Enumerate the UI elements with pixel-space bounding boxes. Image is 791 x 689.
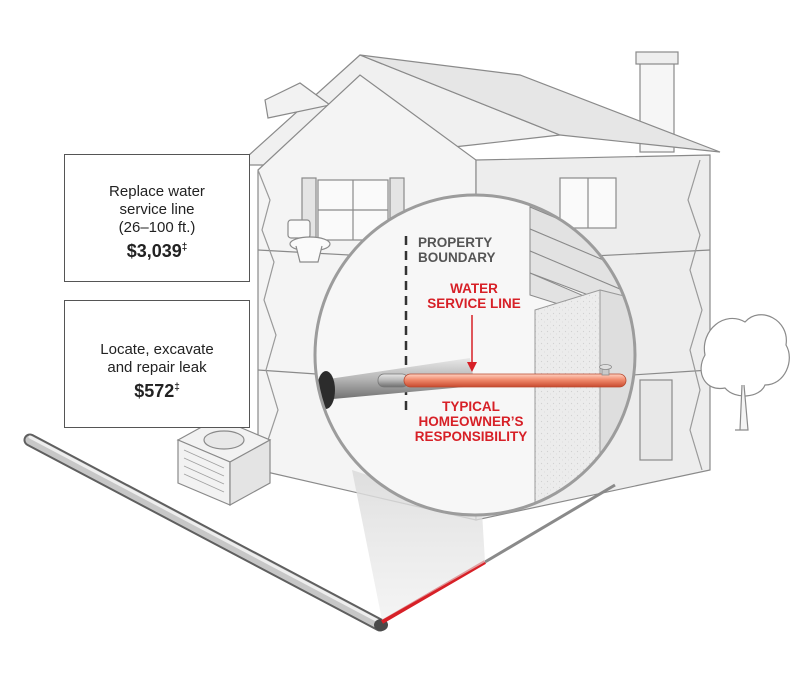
ac-unit — [176, 417, 272, 507]
repair-leak-text-2: and repair leak — [107, 359, 207, 376]
valve-icon — [599, 364, 612, 376]
double-dagger-mark: ‡ — [181, 242, 188, 253]
chimney-cap — [635, 51, 679, 65]
arrow-head-icon — [467, 362, 477, 372]
homeowner-responsibility-label: TYPICAL HOMEOWNER’S RESPONSIBILITY — [410, 399, 532, 444]
replace-line-cost-box: Replace water service line (26–100 ft.) … — [64, 154, 250, 282]
responsibility-label-line3: RESPONSIBILITY — [414, 429, 528, 444]
water-service-label-line1: WATER — [450, 281, 498, 296]
water-service-line-label: WATER SERVICE LINE — [426, 281, 522, 311]
replace-line-text-2: service line — [119, 201, 195, 218]
responsibility-label-line2: HOMEOWNER’S — [418, 414, 524, 429]
property-boundary-label: PROPERTY BOUNDARY — [418, 235, 496, 265]
replace-line-text-3: (26–100 ft.) — [118, 219, 196, 236]
replace-line-text-1: Replace water — [109, 183, 205, 200]
tree — [700, 314, 790, 431]
toilet — [287, 219, 331, 263]
property-boundary-label-line1: PROPERTY — [418, 235, 493, 250]
ground-pipe — [23, 433, 616, 632]
roof-right — [359, 54, 721, 153]
magnifier-ring — [313, 193, 637, 517]
repair-leak-price: $572‡ — [134, 381, 180, 401]
property-boundary-label-line2: BOUNDARY — [418, 250, 496, 265]
water-service-label-line2: SERVICE LINE — [427, 296, 521, 311]
replace-line-price: $3,039‡ — [126, 241, 188, 261]
double-dagger-mark: ‡ — [174, 382, 180, 393]
water-service-line-pipe — [403, 373, 627, 388]
furnace — [639, 379, 673, 461]
repair-leak-text-1: Locate, excavate — [100, 341, 214, 358]
responsibility-label-line1: TYPICAL — [442, 399, 500, 414]
zoom-detail — [315, 195, 635, 515]
repair-leak-cost-box: Locate, excavate and repair leak $572‡ — [64, 300, 250, 428]
